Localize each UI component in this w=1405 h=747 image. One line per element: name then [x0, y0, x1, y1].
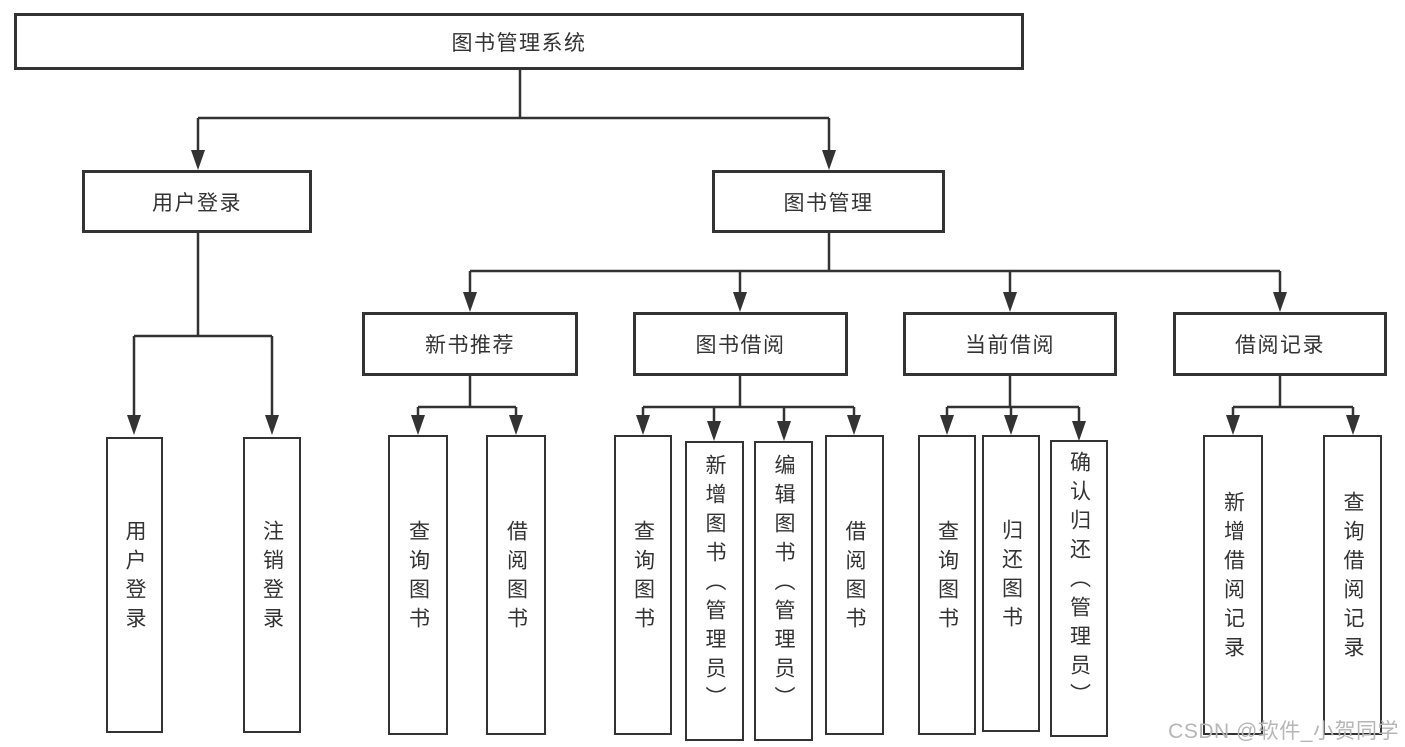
node-current-borrow: 当前借阅 [903, 312, 1117, 376]
leaf-query-books-borrow-label: 查询图书 [631, 520, 655, 636]
leaf-borrow-books: 借阅图书 [825, 435, 884, 735]
leaf-return-book: 归还图书 [982, 435, 1040, 732]
node-user-login: 用户登录 [82, 170, 312, 233]
leaf-return-book-label: 归还图书 [999, 518, 1023, 635]
node-book-management-label: 图书管理 [783, 191, 874, 215]
connector-new-book-children [411, 376, 523, 435]
leaf-query-books-current: 查询图书 [918, 435, 976, 735]
node-book-borrow-label: 图书借阅 [695, 334, 786, 357]
leaf-user-login-label: 用户登录 [123, 520, 146, 636]
leaf-add-book-admin-label: 新增图书（管理员） [703, 453, 726, 715]
connector-user-login-children [127, 233, 279, 435]
node-new-book-recommend: 新书推荐 [362, 312, 578, 376]
connector-borrow-records-children [1226, 376, 1360, 435]
connector-book-borrow-children [636, 376, 861, 441]
connector-book-management-children [463, 233, 1287, 312]
leaf-query-borrow-record: 查询借阅记录 [1323, 435, 1382, 735]
leaf-confirm-return-admin: 确认归还（管理员） [1050, 440, 1108, 737]
leaf-query-books-recommend: 查询图书 [388, 435, 448, 735]
node-book-borrow: 图书借阅 [633, 312, 848, 376]
leaf-borrow-books-label: 借阅图书 [843, 520, 866, 636]
watermark: CSDN @软件_小贺同学 [1168, 720, 1399, 743]
leaf-borrow-books-recommend-label: 借阅图书 [504, 520, 528, 636]
leaf-query-books-current-label: 查询图书 [935, 520, 959, 636]
leaf-logout-label: 注销登录 [260, 520, 284, 636]
node-current-borrow-label: 当前借阅 [965, 334, 1055, 357]
leaf-logout: 注销登录 [243, 437, 301, 733]
node-user-login-label: 用户登录 [152, 191, 242, 215]
node-new-book-recommend-label: 新书推荐 [425, 334, 515, 357]
connector-root-to-level2 [191, 70, 836, 170]
node-borrow-records: 借阅记录 [1173, 312, 1387, 376]
leaf-confirm-return-admin-label: 确认归还（管理员） [1067, 451, 1091, 712]
leaf-add-borrow-record: 新增借阅记录 [1203, 435, 1263, 735]
leaf-query-books-borrow: 查询图书 [614, 435, 672, 735]
leaf-borrow-books-recommend: 借阅图书 [486, 435, 546, 735]
node-root: 图书管理系统 [14, 13, 1024, 70]
leaf-user-login: 用户登录 [106, 437, 163, 733]
leaf-add-borrow-record-label: 新增借阅记录 [1221, 491, 1245, 665]
leaf-add-book-admin: 新增图书（管理员） [685, 441, 744, 741]
leaf-edit-book-admin: 编辑图书（管理员） [754, 441, 813, 741]
leaf-edit-book-admin-label: 编辑图书（管理员） [772, 453, 795, 715]
node-root-label: 图书管理系统 [451, 31, 587, 55]
node-book-management: 图书管理 [712, 170, 945, 233]
leaf-query-books-recommend-label: 查询图书 [406, 520, 430, 636]
node-borrow-records-label: 借阅记录 [1235, 334, 1325, 357]
connector-current-borrow-children [940, 376, 1086, 441]
leaf-query-borrow-record-label: 查询借阅记录 [1341, 491, 1364, 665]
